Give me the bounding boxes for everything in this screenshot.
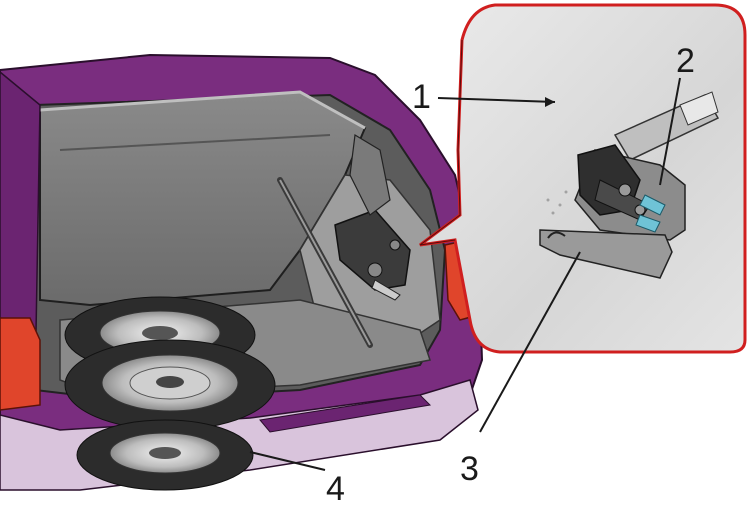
wheel-front [64,339,276,431]
inset-detail [419,3,747,354]
car-rear [0,53,484,491]
hinge-base-plate [539,229,673,279]
spare-wheels [64,296,432,491]
leader-2 [659,77,681,186]
hinge-mechanism [334,134,411,301]
callout-1: 1 [412,78,431,116]
lid-top-edge [39,90,366,130]
wheel-lower [76,419,254,491]
callout-4: 4 [326,470,345,508]
hinge-detail [539,91,720,279]
callout-labels: 1 2 3 4 [326,42,695,508]
leader-1 [437,97,556,103]
callout-2: 2 [676,42,695,80]
lid-crease [59,134,331,151]
leader-4 [249,451,326,471]
leader-lines [249,77,681,471]
callout-3: 3 [460,450,479,488]
leader-3 [479,251,581,433]
tail-light-left [0,317,41,411]
